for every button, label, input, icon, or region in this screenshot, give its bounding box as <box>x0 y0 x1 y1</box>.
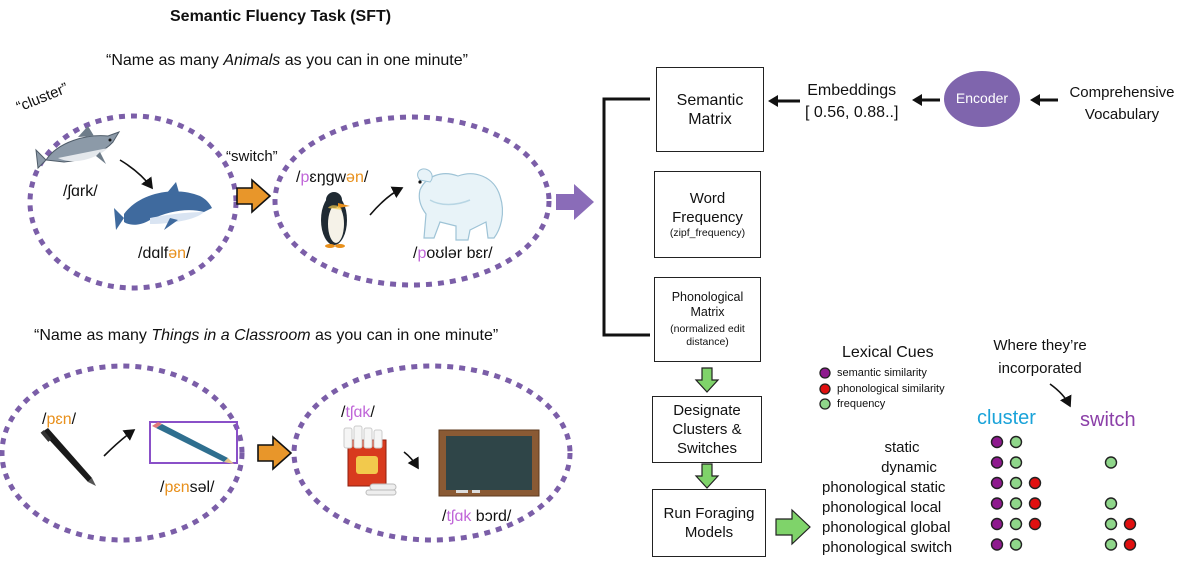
dot-cluster-phonological <box>1028 517 1042 531</box>
arrow-penguin-bear <box>369 186 404 216</box>
shark-image <box>35 126 121 170</box>
pen-image <box>40 428 96 486</box>
ellipse-animals-cluster <box>27 113 239 291</box>
dot-cluster-frequency <box>1009 476 1023 490</box>
vocabulary-label: Comprehensive Vocabulary <box>1069 84 1175 123</box>
model-phonological-switch: phonological switch <box>822 539 953 556</box>
prompt-classroom: “Name as many Things in a Classroom as y… <box>34 327 499 344</box>
arrow-where-to-switch <box>1049 383 1072 408</box>
dot-cluster-frequency <box>1009 497 1023 510</box>
dot-switch-frequency <box>1104 538 1118 551</box>
designate-box: Designate Clusters & Switches <box>652 396 762 463</box>
model-phonological-static: phonological static <box>822 479 946 496</box>
arrow-chalk-board <box>403 451 419 470</box>
designate-label: Designate Clusters & Switches <box>672 402 742 457</box>
chalk-image <box>343 425 397 496</box>
models-list: static dynamic phonological static phono… <box>822 438 982 558</box>
word-frequency-sub: (zipf_frequency) <box>669 227 746 239</box>
pencil-image <box>152 422 234 464</box>
ellipse-classroom-cluster <box>0 363 245 543</box>
dot-cluster-frequency <box>1009 435 1023 449</box>
green-arrow-2 <box>694 463 720 489</box>
purple-flow-arrow <box>556 184 594 220</box>
phonological-matrix-sub: (normalized edit distance) <box>670 323 745 348</box>
dot-switch-phonological <box>1123 538 1137 551</box>
dot-cluster-frequency <box>1009 456 1023 469</box>
dot-cluster-phonological <box>1028 476 1042 490</box>
phonological-matrix-label: Phonological Matrix <box>671 290 744 319</box>
switch-arrow-classroom <box>257 435 293 471</box>
dot-cluster-semantic <box>990 435 1004 449</box>
switch-label: “switch” <box>226 148 278 165</box>
polar-bear-image <box>417 168 504 241</box>
legend-dot-frequency <box>819 398 831 410</box>
encoder-node <box>944 71 1020 127</box>
phon-pencil: /pɛnsəl/ <box>160 479 215 496</box>
cluster-header: cluster <box>977 407 1036 429</box>
arrowhead-encoder <box>912 94 922 106</box>
dot-switch-phonological <box>1123 517 1137 531</box>
dot-cluster-semantic <box>990 538 1004 551</box>
legend-dot-semantic <box>819 367 831 379</box>
run-models-box: Run Foraging Models <box>652 489 766 557</box>
semantic-matrix-box: Semantic Matrix <box>656 67 764 152</box>
switch-header: switch <box>1080 409 1136 431</box>
phon-dolphin: /dɑlfən/ <box>138 245 191 262</box>
arrowhead-vocab <box>1030 94 1040 106</box>
embeddings-values: [ 0.56, 0.88..] <box>805 104 899 121</box>
matrices-bracket <box>602 97 650 337</box>
chalkboard-image <box>438 429 540 497</box>
dot-switch-frequency <box>1104 497 1118 510</box>
green-arrow-right <box>775 508 811 546</box>
phon-chalk: /tʃɑk/ <box>341 404 375 421</box>
dolphin-image <box>114 182 212 230</box>
dot-cluster-semantic <box>990 497 1004 510</box>
pencil-highlight-box <box>149 421 238 464</box>
lexical-cues-title: Lexical Cues <box>842 344 934 361</box>
ellipse-classroom-switch <box>291 363 573 543</box>
phonological-matrix-box: Phonological Matrix (normalized edit dis… <box>654 277 761 362</box>
dot-cluster-semantic <box>990 517 1004 531</box>
dot-cluster-frequency <box>1009 538 1023 551</box>
phon-pen: /pɛn/ <box>42 411 77 428</box>
legend-phonological: phonological similarity <box>837 383 945 395</box>
semantic-matrix-label: Semantic Matrix <box>676 91 744 128</box>
penguin-image <box>321 192 350 248</box>
run-models-label: Run Foraging Models <box>663 505 755 541</box>
encoder-label: Encoder <box>955 90 1009 106</box>
model-dynamic: dynamic <box>881 459 937 476</box>
phon-penguin: /pɛŋgwən/ <box>296 169 369 186</box>
phon-shark: /ʃɑrk/ <box>63 183 98 200</box>
ellipse-animals-switch <box>272 114 552 288</box>
phon-polar-bear: /poʊlər bɛr/ <box>413 245 493 262</box>
switch-arrow-animals <box>236 178 272 214</box>
dot-cluster-phonological <box>1028 497 1042 510</box>
word-frequency-label: Word Frequency <box>672 190 743 226</box>
model-phonological-global: phonological global <box>822 519 951 536</box>
arrowhead-embeddings <box>768 95 778 107</box>
where-incorporated-label: Where they’re incorporated <box>993 337 1087 377</box>
prompt-animals: “Name as many Animals as you can in one … <box>106 52 468 69</box>
dot-cluster-frequency <box>1009 517 1023 531</box>
legend-dot-phonological <box>819 383 831 395</box>
page-title: Semantic Fluency Task (SFT) <box>170 8 392 25</box>
arrow-pen-pencil <box>103 429 136 457</box>
dot-cluster-semantic <box>990 456 1004 469</box>
phon-chalkboard: /tʃɑk bɔrd/ <box>442 508 512 525</box>
word-frequency-box: Word Frequency (zipf_frequency) <box>654 171 761 258</box>
embeddings-label: Embeddings <box>807 82 897 99</box>
legend-semantic: semantic similarity <box>837 367 927 379</box>
model-phonological-local: phonological local <box>822 499 942 516</box>
dot-switch-frequency <box>1104 456 1118 469</box>
model-static: static <box>884 439 920 456</box>
dot-cluster-semantic <box>990 476 1004 490</box>
model-dots-group <box>990 435 1137 551</box>
green-arrow-1 <box>694 367 720 393</box>
embeddings-text: Embeddings [ 0.56, 0.88..] <box>805 80 898 124</box>
arrow-shark-dolphin <box>119 159 153 190</box>
dot-switch-frequency <box>1104 517 1118 531</box>
legend-frequency: frequency <box>837 398 886 410</box>
